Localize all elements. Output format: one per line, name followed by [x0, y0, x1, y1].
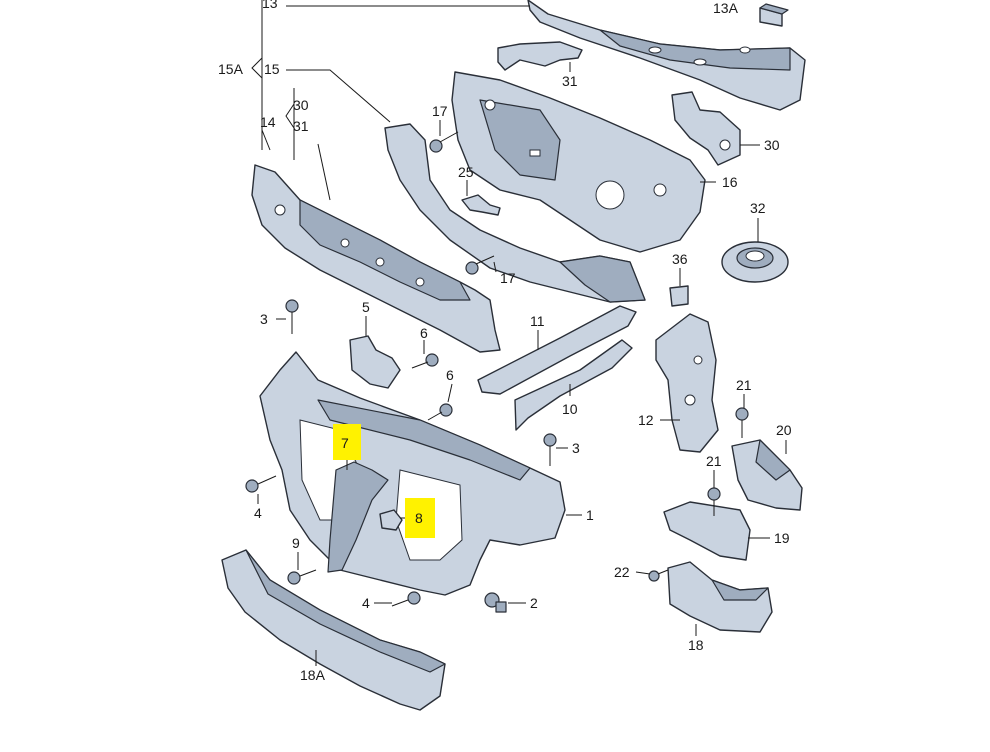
- fastener-6-lower: [427, 403, 453, 421]
- callout-20[interactable]: 20: [776, 422, 792, 438]
- callout-21a[interactable]: 21: [736, 377, 752, 393]
- callout-14[interactable]: 14: [260, 114, 276, 130]
- callout-18a[interactable]: 18A: [300, 667, 326, 683]
- callout-30b[interactable]: 30: [764, 137, 780, 153]
- callout-18[interactable]: 18: [688, 637, 704, 653]
- part-8-clip: [379, 509, 403, 531]
- callout-19[interactable]: 19: [774, 530, 790, 546]
- callout-8[interactable]: 8: [415, 510, 423, 526]
- callout-6b[interactable]: 6: [446, 367, 454, 383]
- part-15-air-duct: [384, 123, 646, 303]
- part-36-clip: [669, 285, 689, 307]
- part-12-side-panel: [655, 313, 719, 453]
- callout-3a[interactable]: 3: [260, 311, 268, 327]
- part-30-bracket: [671, 91, 741, 166]
- fastener-3-upper: [285, 299, 299, 334]
- callout-36[interactable]: 36: [672, 251, 688, 267]
- leader-lines: [251, 0, 787, 666]
- fastener-2: [484, 592, 507, 613]
- fastener-17-upper: [429, 131, 459, 153]
- callout-32[interactable]: 32: [750, 200, 766, 216]
- callout-11[interactable]: 11: [530, 313, 545, 329]
- fastener-17-lower: [465, 255, 495, 275]
- callout-1[interactable]: 1: [586, 507, 594, 523]
- part-25-bracket: [461, 194, 501, 216]
- part-7-brace: [327, 461, 389, 573]
- callout-31a[interactable]: 31: [293, 118, 309, 134]
- fastener-21-upper: [735, 407, 749, 438]
- callout-3b[interactable]: 3: [572, 440, 580, 456]
- highlight-7: [333, 424, 361, 460]
- callout-13a[interactable]: 13A: [713, 0, 739, 16]
- fastener-22: [648, 569, 669, 582]
- part-19-trim: [663, 501, 751, 561]
- part-18-bracket: [667, 561, 773, 633]
- part-32-grommet: [721, 241, 789, 283]
- callout-labels: 13 13A 15A 15 30 31 14 31 17 25 16 30 32…: [218, 0, 792, 683]
- callout-2[interactable]: 2: [530, 595, 538, 611]
- fastener-4-left: [245, 475, 277, 493]
- part-10-rail: [514, 339, 633, 431]
- part-18a-spoiler: [221, 549, 446, 711]
- fastener-6-upper: [411, 353, 439, 369]
- callout-15a[interactable]: 15A: [218, 61, 244, 77]
- callout-21b[interactable]: 21: [706, 453, 722, 469]
- callout-16[interactable]: 16: [722, 174, 738, 190]
- callout-13[interactable]: 13: [262, 0, 278, 11]
- callout-17a[interactable]: 17: [432, 103, 448, 119]
- part-20-trim: [731, 439, 803, 511]
- part-5-bracket: [349, 335, 401, 389]
- callout-9[interactable]: 9: [292, 535, 300, 551]
- callout-17b[interactable]: 17: [500, 270, 516, 286]
- callout-25[interactable]: 25: [458, 164, 474, 180]
- fastener-3-lower: [543, 433, 557, 466]
- callout-12[interactable]: 12: [638, 412, 654, 428]
- callout-10[interactable]: 10: [562, 401, 578, 417]
- part-16-bulkhead-insulation: [451, 71, 706, 253]
- callout-15[interactable]: 15: [264, 61, 280, 77]
- callout-22[interactable]: 22: [614, 564, 630, 580]
- part-1-front-carrier: [259, 351, 566, 596]
- callout-7[interactable]: 7: [341, 435, 349, 451]
- part-14-insulation-panel: [251, 164, 501, 353]
- part-11-rail: [477, 305, 637, 395]
- part-13a-clip: [759, 3, 789, 27]
- part-13-cowl-panel: [527, 0, 806, 111]
- fastener-9: [287, 569, 317, 585]
- callout-30a[interactable]: 30: [293, 97, 309, 113]
- callout-6a[interactable]: 6: [420, 325, 428, 341]
- fastener-4-bottom: [391, 591, 421, 607]
- callout-4a[interactable]: 4: [254, 505, 262, 521]
- highlight-8: [405, 498, 435, 538]
- callout-4b[interactable]: 4: [362, 595, 370, 611]
- callout-5[interactable]: 5: [362, 299, 370, 315]
- callout-31b[interactable]: 31: [562, 73, 578, 89]
- part-31-bracket: [497, 41, 583, 71]
